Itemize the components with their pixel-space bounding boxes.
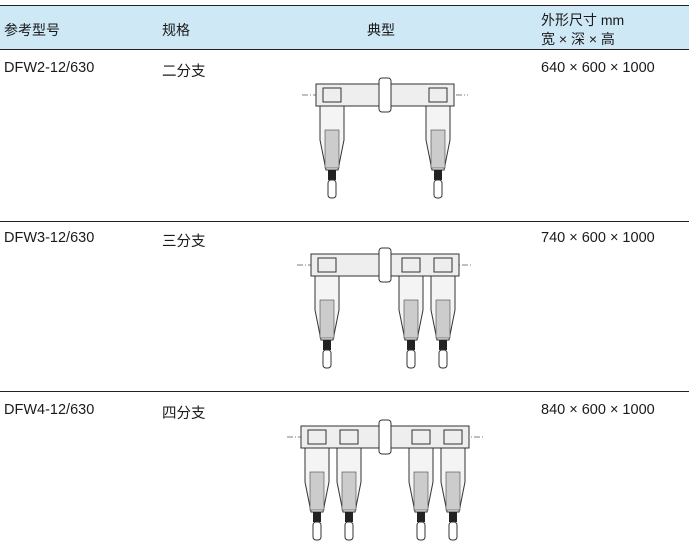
stress-cone [430, 129, 446, 169]
header-spec: 规格 [162, 22, 190, 38]
cable [406, 349, 416, 369]
table-header [0, 5, 689, 50]
cable [433, 179, 443, 199]
row-model: DFW2-12/630 [4, 60, 95, 76]
two-branch-connector-drawing [302, 77, 468, 199]
cable [416, 521, 426, 541]
coupling-plug [378, 247, 392, 283]
stress-cone [319, 299, 335, 339]
cable [322, 349, 332, 369]
stress-cone [413, 471, 429, 511]
cable-sheath [328, 170, 336, 180]
header-typical: 典型 [367, 22, 395, 38]
bolt-assembly [307, 429, 327, 445]
bolt-assembly [433, 257, 453, 273]
cable [312, 521, 322, 541]
cable [438, 349, 448, 369]
bolt-assembly [411, 429, 431, 445]
coupling-plug [378, 77, 392, 113]
cable-sheath [323, 340, 331, 350]
cable-sheath [439, 340, 447, 350]
bolt-assembly [322, 87, 342, 103]
four-branch-connector-drawing [287, 419, 483, 541]
bolt-assembly [317, 257, 337, 273]
bolt-assembly [443, 429, 463, 445]
row-divider [0, 221, 689, 222]
three-branch-connector-drawing [297, 247, 473, 369]
bolt-assembly [401, 257, 421, 273]
stress-cone [403, 299, 419, 339]
row-divider [0, 391, 689, 392]
cable-sheath [407, 340, 415, 350]
stress-cone [309, 471, 325, 511]
stress-cone [445, 471, 461, 511]
bolt-assembly [339, 429, 359, 445]
row-spec: 三分支 [162, 234, 206, 250]
cable-sheath [313, 512, 321, 522]
header-dims-sub: 宽 × 深 × 高 [541, 31, 615, 47]
row-model: DFW3-12/630 [4, 230, 95, 246]
cable-sheath [434, 170, 442, 180]
row-spec: 四分支 [162, 406, 206, 422]
row-dims: 840 × 600 × 1000 [541, 402, 655, 418]
stress-cone [324, 129, 340, 169]
row-dims: 740 × 600 × 1000 [541, 230, 655, 246]
row-model: DFW4-12/630 [4, 402, 95, 418]
stress-cone [435, 299, 451, 339]
header-model: 参考型号 [4, 22, 60, 38]
cable [327, 179, 337, 199]
cable [448, 521, 458, 541]
row-dims: 640 × 600 × 1000 [541, 60, 655, 76]
bolt-assembly [428, 87, 448, 103]
cable-sheath [345, 512, 353, 522]
row-spec: 二分支 [162, 64, 206, 80]
stress-cone [341, 471, 357, 511]
header-dims: 外形尺寸 mm [541, 12, 625, 28]
cable [344, 521, 354, 541]
cable-sheath [449, 512, 457, 522]
cable-sheath [417, 512, 425, 522]
coupling-plug [378, 419, 392, 455]
